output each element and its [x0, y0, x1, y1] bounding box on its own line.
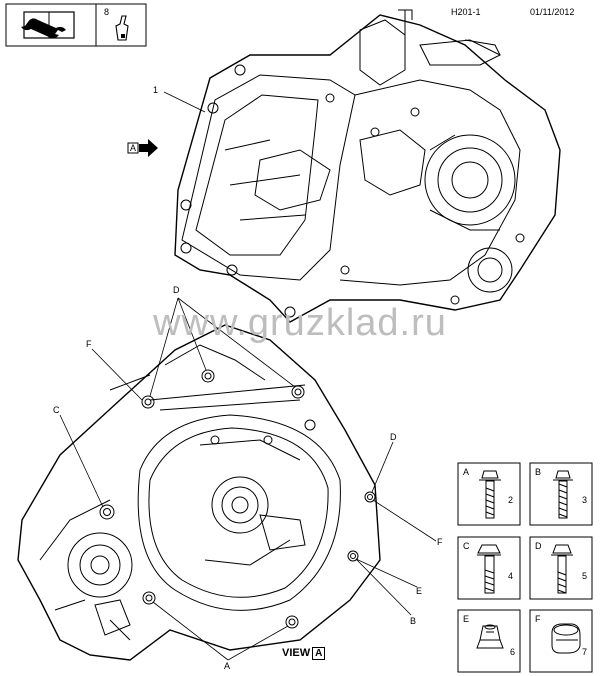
svg-text:A: A	[463, 467, 469, 477]
icon-box-number: 8	[104, 7, 109, 17]
callout-e: E	[416, 586, 422, 596]
watermark: www.gruzklad.ru	[153, 302, 447, 344]
callout-c: C	[53, 405, 60, 415]
svg-text:F: F	[535, 614, 541, 624]
svg-text:3: 3	[582, 495, 587, 505]
view-marker-letter: A	[130, 143, 136, 153]
gearbox-bellhousing-view	[17, 324, 381, 661]
legend-cell-f: F 7	[535, 614, 587, 657]
svg-text:D: D	[535, 541, 542, 551]
callout-d-right: D	[390, 432, 397, 442]
svg-text:B: B	[535, 467, 541, 477]
legend-cell-a: A 2	[463, 467, 513, 519]
svg-text:E: E	[463, 614, 469, 624]
legend-cell-e: E 6	[463, 614, 515, 657]
flange-nut-icon	[476, 624, 504, 649]
view-direction-arrow: A	[127, 139, 158, 157]
bolt-icon	[551, 544, 573, 594]
gearbox-side-view	[174, 9, 561, 323]
svg-text:C: C	[463, 541, 470, 551]
callout-a: A	[224, 661, 230, 671]
callout-f-left: F	[86, 339, 92, 349]
callout-f-right: F	[437, 537, 443, 547]
oil-bottle-icon	[115, 15, 129, 41]
svg-text:2: 2	[508, 495, 513, 505]
svg-text:6: 6	[510, 647, 515, 657]
dowel-sleeve-icon	[551, 623, 581, 654]
legend-cell-b: B 3	[535, 467, 587, 519]
manual-wrench-icon	[21, 11, 75, 39]
flange-bolt-icon	[477, 544, 501, 594]
legend-cell-d: D 5	[535, 541, 587, 594]
callout-d-top: D	[173, 285, 180, 295]
flange-bolt-icon	[479, 470, 501, 519]
svg-text:5: 5	[582, 571, 587, 581]
bolt-icon	[553, 470, 573, 519]
view-caption-letter: A	[312, 647, 326, 660]
view-caption-text: VIEW	[282, 647, 311, 659]
sheet-date: 01/11/2012	[530, 7, 575, 17]
parts-legend	[457, 462, 593, 673]
callout-leaders	[59, 297, 437, 661]
svg-text:4: 4	[508, 571, 513, 581]
tool-icon-box: 8	[5, 3, 147, 47]
svg-text:7: 7	[582, 647, 587, 657]
part-leader-1: 1	[153, 85, 206, 113]
part-number-label: 1	[153, 85, 158, 95]
sheet-id: H201-1	[451, 7, 481, 17]
legend-cell-c: C 4	[463, 541, 513, 594]
callout-b: B	[410, 616, 416, 626]
callout-letters: D F C D F E B A	[53, 285, 443, 671]
